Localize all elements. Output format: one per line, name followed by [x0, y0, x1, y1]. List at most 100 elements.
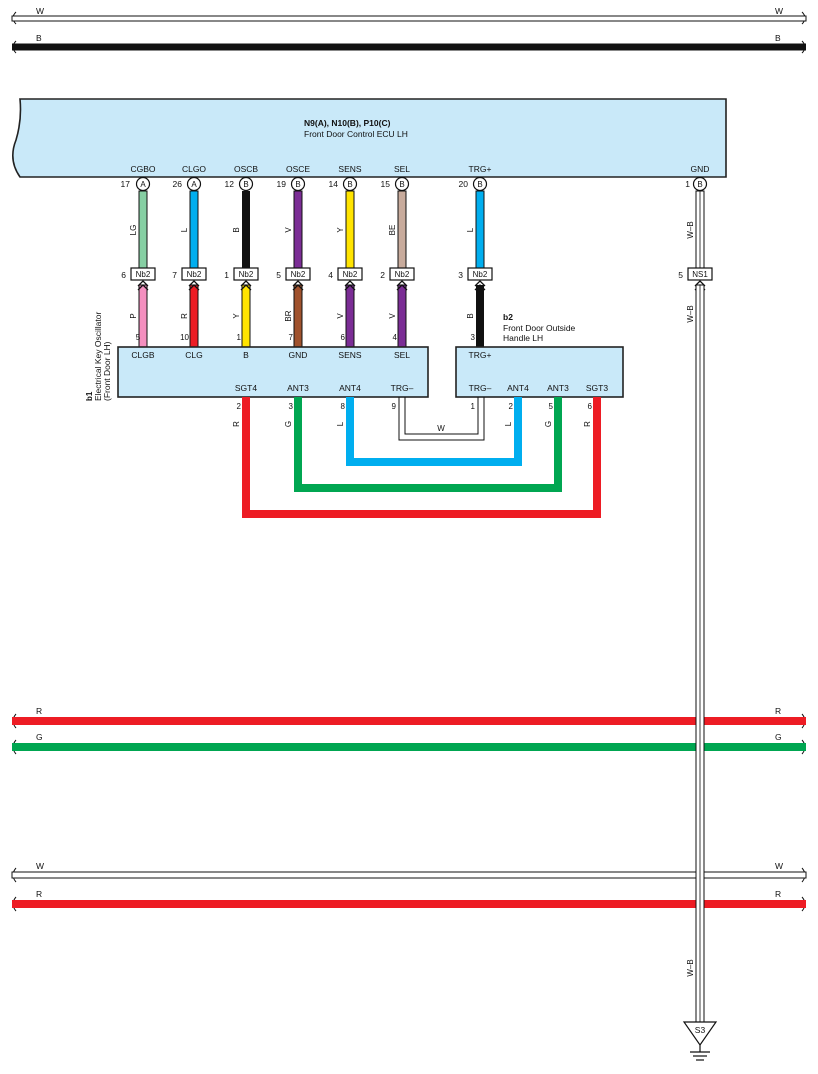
upper-wire-label-be: BE — [388, 225, 397, 236]
upper-wires — [138, 190, 705, 269]
ecu-pin-label-cgbo: CGBO — [130, 164, 155, 174]
lower-wire-label-p: P — [129, 313, 138, 318]
handle-pin-3: 3 — [471, 333, 476, 342]
ecu-pin-label-osce: OSCE — [286, 164, 310, 174]
osc-label-gnd: GND — [289, 350, 308, 360]
handle-id: b2 — [503, 312, 513, 322]
wire-y-sens — [345, 190, 355, 269]
ecu-conn-letter-b3: B — [347, 180, 352, 189]
upper-wire-label-y: Y — [336, 227, 345, 233]
ecu-conn-letter-a1: A — [140, 180, 146, 189]
wire-l-trg — [475, 190, 485, 269]
ecu-pin-label-trg-plus: TRG+ — [469, 164, 492, 174]
loop-label-g-left: G — [284, 421, 293, 427]
loop-pin-numbers: 2 3 8 9 1 2 5 6 — [237, 402, 593, 411]
lower-wire-label-r: R — [180, 313, 189, 319]
junction-name-1: Nb2 — [136, 270, 151, 279]
osc-label-sel: SEL — [394, 350, 410, 360]
loop-wire-g — [294, 397, 562, 492]
handle-label-ant3: ANT3 — [547, 383, 569, 393]
ecu-pin-num-19: 19 — [277, 179, 287, 189]
wire-be-sel — [397, 190, 407, 269]
handle-name-2: Handle LH — [503, 333, 543, 343]
lower-wire-label-y: Y — [232, 313, 241, 319]
ecu-pin-num-1: 1 — [685, 179, 690, 189]
osc-pin-7: 7 — [289, 333, 294, 342]
bus-w-bottom-label-left: W — [36, 861, 44, 871]
ecu-conn-letter-b2: B — [295, 180, 300, 189]
ecu-conn-letter-b6: B — [697, 180, 702, 189]
ground-point: S3 — [682, 1021, 718, 1061]
junction-pin-2: 2 — [380, 270, 385, 280]
handle-label-ant4: ANT4 — [507, 383, 529, 393]
junction-name-3: Nb2 — [239, 270, 254, 279]
lower-wire-label-v2: V — [388, 313, 397, 319]
wire-br-gnd — [293, 284, 303, 348]
handle-bottom-pin-6: 6 — [588, 402, 593, 411]
loop-label-l-right: L — [504, 421, 513, 426]
ecu-name: Front Door Control ECU LH — [304, 129, 408, 139]
lower-wire-label-v1: V — [336, 313, 345, 319]
osc-id: b1 — [85, 391, 94, 401]
bus-b-top-label-left: B — [36, 33, 42, 43]
bus-w-top: W W — [11, 6, 807, 25]
handle-label-trg-plus: TRG+ — [469, 350, 492, 360]
ground-point-label: S3 — [695, 1025, 706, 1035]
ecu-conn-letter-b5: B — [477, 180, 482, 189]
loop-label-r-left: R — [232, 421, 241, 427]
wire-lg — [138, 190, 148, 269]
junction-name-4: Nb2 — [291, 270, 306, 279]
junction-name-5: Nb2 — [343, 270, 358, 279]
wire-v-sens — [345, 284, 355, 348]
lower-wire-label-br: BR — [284, 310, 293, 321]
ecu-pin-labels: CGBO CLGO OSCB OSCE SENS SEL TRG+ GND — [130, 164, 709, 174]
junction-name-6: Nb2 — [395, 270, 410, 279]
oscillator-box: 5 10 1 7 6 4 CLGB CLG B GND SENS SEL SGT… — [117, 333, 429, 398]
ground-wire-label: W–B — [686, 959, 695, 976]
lower-wires — [138, 284, 484, 348]
ecu-connectors: N9(A), N10(B), P10(C) — [304, 118, 391, 128]
ecu-pin-num-26: 26 — [173, 179, 183, 189]
bus-r-mid-label-left: R — [36, 706, 42, 716]
bus-w-top-label-left: W — [36, 6, 44, 16]
osc-pin-4: 4 — [393, 333, 398, 342]
lower-wire-label-wb: W–B — [686, 305, 695, 322]
osc-label-clg: CLG — [185, 350, 202, 360]
bus-g-mid-label-right: G — [775, 732, 782, 742]
lower-wire-labels: P R Y BR V V B W–B — [129, 305, 695, 322]
osc-bottom-pin-8: 8 — [341, 402, 346, 411]
loop-wire-l — [346, 397, 522, 466]
ecu-conn-letter-a2: A — [191, 180, 197, 189]
osc-label-sens: SENS — [338, 350, 361, 360]
bus-b-top: B B — [12, 33, 806, 54]
osc-location: (Front Door LH) — [102, 341, 112, 401]
osc-label-ant4: ANT4 — [339, 383, 361, 393]
bus-r-bottom-label-right: R — [775, 889, 781, 899]
osc-label-trg-minus: TRG– — [391, 383, 414, 393]
ecu-pin-label-oscb: OSCB — [234, 164, 258, 174]
handle-label-trg-minus: TRG– — [469, 383, 492, 393]
bus-r-mid: R R — [12, 706, 806, 729]
loop-wire-w: W — [398, 397, 485, 441]
wire-b-trg — [476, 285, 484, 347]
ecu-pin-num-20: 20 — [459, 179, 469, 189]
loop-label-l-left: L — [336, 421, 345, 426]
osc-pin-1: 1 — [237, 333, 242, 342]
wire-l-clgo — [189, 190, 199, 269]
upper-wire-label-l: L — [180, 227, 189, 232]
junction-name-ns1: NS1 — [692, 270, 708, 279]
junction-pin-ns1: 5 — [678, 270, 683, 280]
ground-wire: W–B — [686, 284, 705, 1023]
ecu-pin-label-sens: SENS — [338, 164, 361, 174]
handle-name-1: Front Door Outside — [503, 323, 576, 333]
wire-v-osce — [293, 190, 303, 269]
bus-b-top-label-right: B — [775, 33, 781, 43]
upper-wire-label-l-trg: L — [466, 227, 475, 232]
ecu-pin-num-12: 12 — [225, 179, 235, 189]
osc-pin-5: 5 — [136, 333, 141, 342]
bus-r-mid-label-right: R — [775, 706, 781, 716]
upper-wire-label-wb: W–B — [686, 221, 695, 238]
wire-y-b — [241, 284, 251, 348]
wire-v-sel — [397, 284, 407, 348]
